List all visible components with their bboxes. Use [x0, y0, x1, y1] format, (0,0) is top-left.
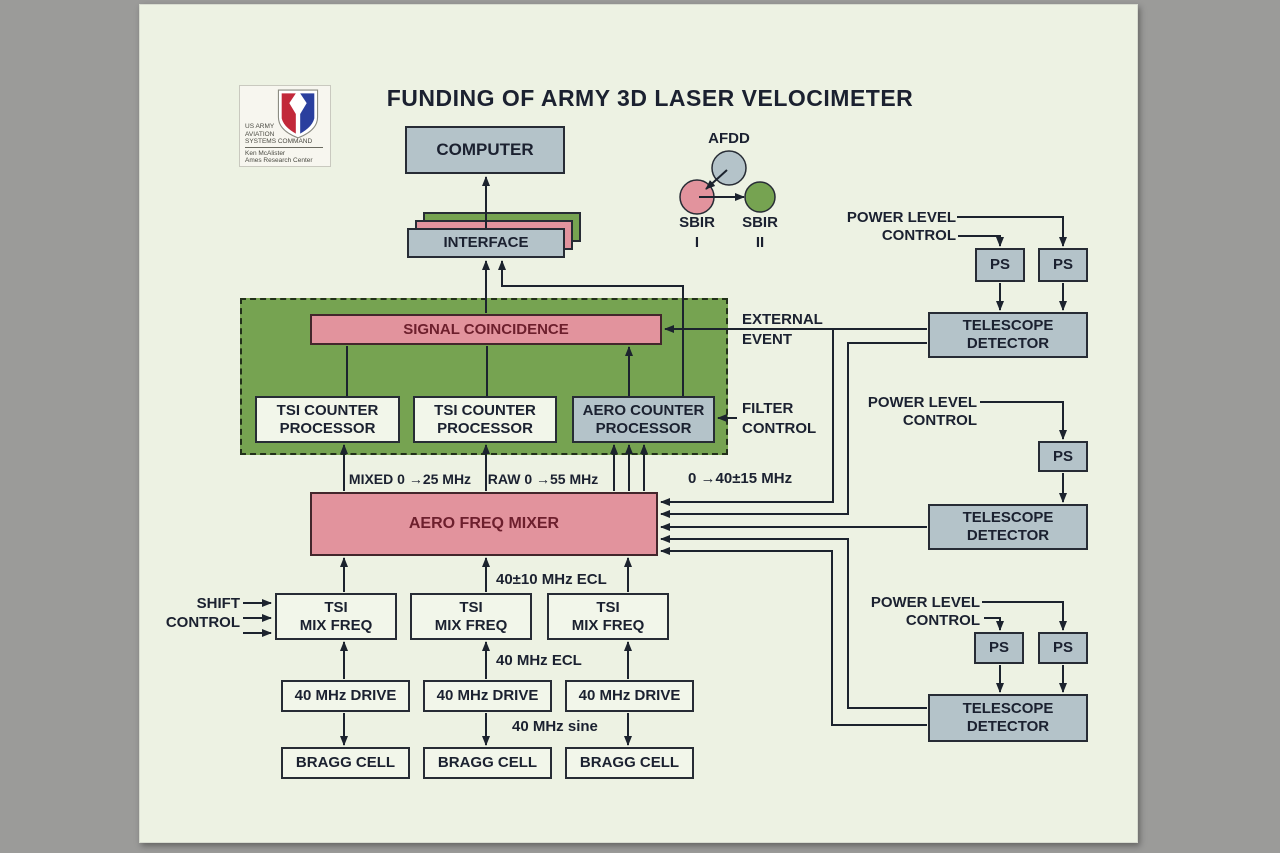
aero-counter-line2: PROCESSOR — [595, 419, 692, 437]
mixed-range-label: MIXED 0 →25 MHz — [348, 471, 472, 487]
bragg-cell-1-box: BRAGG CELL — [281, 747, 410, 779]
external-event-line1: EXTERNAL — [742, 311, 823, 328]
drive-40mhz-2-box: 40 MHz DRIVE — [423, 680, 552, 712]
sbir2-label: SBIR — [742, 214, 778, 231]
tsi-mix-freq-2-line2: MIX FREQ — [434, 616, 508, 634]
aero-freq-mixer-box: AERO FREQ MIXER — [310, 492, 658, 556]
power-level-control-middle-label: POWER LEVEL CONTROL — [846, 394, 977, 430]
drive-40mhz-1-label: 40 MHz DRIVE — [294, 687, 397, 704]
ps-bottom-left-label: PS — [988, 639, 1009, 656]
drive-40mhz-3-label: 40 MHz DRIVE — [578, 687, 681, 704]
telescope-middle-line2: DETECTOR — [966, 527, 1050, 544]
external-event-line2: EVENT — [742, 331, 793, 348]
bragg-cell-3-box: BRAGG CELL — [565, 747, 694, 779]
ps-top-right-label: PS — [1052, 256, 1073, 273]
aero-counter-line1: AERO COUNTER — [582, 401, 705, 419]
sbir2-numeral: II — [755, 234, 765, 251]
tsi-mix-freq-1-line1: TSI — [324, 598, 348, 616]
power-level-control-top-label: POWER LEVEL CONTROL — [825, 209, 956, 245]
logo-credit-line: Ames Research Center — [245, 157, 313, 164]
sbir2-circle — [744, 181, 776, 213]
drive-40mhz-1-box: 40 MHz DRIVE — [281, 680, 410, 712]
telescope-top-line1: TELESCOPE — [962, 317, 1054, 334]
ps-top-right-box: PS — [1038, 248, 1088, 282]
logo-divider — [245, 146, 323, 148]
tsi-mix-freq-3-box: TSI MIX FREQ — [547, 593, 669, 640]
shift-label: SHIFT — [196, 595, 240, 612]
computer-label: COMPUTER — [436, 140, 534, 159]
logo-credit-line: Ken McAlister — [245, 149, 286, 157]
ps-top-left-box: PS — [975, 248, 1025, 282]
tsi-mix-freq-2-box: TSI MIX FREQ — [410, 593, 532, 640]
telescope-detector-middle-box: TELESCOPE DETECTOR — [928, 504, 1088, 550]
power-level-bottom-line: POWER LEVEL — [870, 594, 980, 611]
signal-coincidence-box: SIGNAL COINCIDENCE — [310, 314, 662, 345]
aero-range-label: 0 →40±15 MHz — [688, 470, 793, 487]
tsi-mix-freq-1-box: TSI MIX FREQ — [275, 593, 397, 640]
tsi-mix-freq-1-line2: MIX FREQ — [299, 616, 373, 634]
filter-control-label: FILTER CONTROL — [742, 400, 816, 438]
bragg-cell-1-label: BRAGG CELL — [295, 754, 396, 771]
tsi-counter-1-line1: TSI COUNTER — [276, 401, 379, 419]
ps-bottom-right-box: PS — [1038, 632, 1088, 664]
telescope-detector-top-box: TELESCOPE DETECTOR — [928, 312, 1088, 358]
afdd-to-sbir1-arrow — [705, 169, 728, 190]
page-title: FUNDING OF ARMY 3D LASER VELOCIMETER — [386, 85, 914, 111]
control-top-line: CONTROL — [881, 227, 956, 244]
filter-control-line1: FILTER — [742, 400, 794, 417]
bragg-cell-2-box: BRAGG CELL — [423, 747, 552, 779]
aero-counter-processor-box: AERO COUNTER PROCESSOR — [572, 396, 715, 443]
interface-box: INTERFACE — [407, 228, 565, 258]
tsi-counter-2-line2: PROCESSOR — [437, 419, 533, 437]
tsi-mix-freq-2-line1: TSI — [459, 598, 483, 616]
afdd-label: AFDD — [708, 130, 750, 147]
control-middle-line: CONTROL — [902, 412, 977, 429]
telescope-detector-bottom-box: TELESCOPE DETECTOR — [928, 694, 1088, 742]
raw-range-label: RAW 0 →55 MHz — [487, 471, 599, 487]
ps-middle-box: PS — [1038, 441, 1088, 472]
ps-top-left-label: PS — [989, 256, 1010, 273]
tsi-mix-freq-3-line1: TSI — [596, 598, 620, 616]
tsi-counter-processor-1-box: TSI COUNTER PROCESSOR — [255, 396, 400, 443]
agency-logo-card: US ARMY AVIATION SYSTEMS COMMAND Ken McA… — [240, 86, 330, 166]
signal-coincidence-label: SIGNAL COINCIDENCE — [403, 320, 569, 338]
telescope-top-line2: DETECTOR — [966, 335, 1050, 352]
control-bottom-line: CONTROL — [905, 612, 980, 629]
sine-40-label: 40 MHz sine — [512, 718, 598, 735]
tsi-mix-freq-3-line2: MIX FREQ — [571, 616, 645, 634]
ps-bottom-right-label: PS — [1052, 639, 1073, 656]
power-level-middle-line: POWER LEVEL — [867, 394, 977, 411]
filter-control-line2: CONTROL — [742, 420, 817, 437]
telescope-middle-line1: TELESCOPE — [962, 509, 1054, 526]
tsi-counter-processor-2-box: TSI COUNTER PROCESSOR — [413, 396, 557, 443]
ecl-40-label: 40 MHz ECL — [496, 652, 582, 669]
logo-org-line: US ARMY — [245, 123, 275, 130]
external-event-label: EXTERNAL EVENT — [742, 311, 823, 349]
ps-middle-label: PS — [1052, 447, 1073, 465]
tsi-counter-1-line2: PROCESSOR — [279, 419, 376, 437]
bragg-cell-3-label: BRAGG CELL — [579, 754, 680, 771]
tsi-counter-2-line1: TSI COUNTER — [434, 401, 536, 419]
logo-org-line: SYSTEMS COMMAND — [245, 138, 313, 145]
interface-label: INTERFACE — [443, 234, 529, 251]
army-command-shield-icon — [277, 89, 319, 139]
ps-bottom-left-box: PS — [974, 632, 1024, 664]
shift-control-label: CONTROL — [165, 614, 240, 631]
aero-freq-mixer-label: AERO FREQ MIXER — [408, 515, 560, 532]
drive-40mhz-3-box: 40 MHz DRIVE — [565, 680, 694, 712]
power-level-control-bottom-label: POWER LEVEL CONTROL — [849, 594, 980, 630]
logo-text: US ARMY AVIATION SYSTEMS COMMAND Ken McA… — [245, 123, 323, 165]
sbir1-label: SBIR — [679, 214, 715, 231]
drive-40mhz-2-label: 40 MHz DRIVE — [436, 687, 539, 704]
telescope-bottom-line1: TELESCOPE — [962, 700, 1054, 717]
telescope-bottom-line2: DETECTOR — [966, 718, 1050, 735]
bragg-cell-2-label: BRAGG CELL — [437, 754, 538, 771]
power-level-top-line: POWER LEVEL — [846, 209, 956, 226]
computer-box: COMPUTER — [405, 126, 565, 174]
ecl-40-10-label: 40±10 MHz ECL — [496, 571, 607, 588]
sbir1-numeral: I — [694, 234, 700, 251]
logo-org-line: AVIATION — [245, 130, 275, 138]
